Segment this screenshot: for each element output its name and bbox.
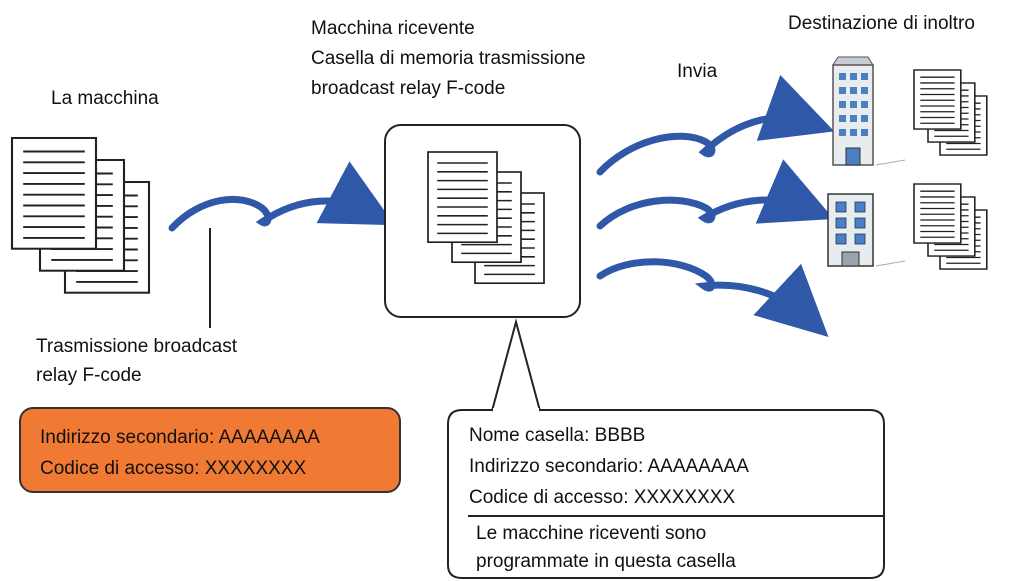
transmission-label-line-2: relay F-code	[36, 365, 142, 386]
destination-label: Destinazione di inoltro	[788, 13, 975, 34]
callout-box-name: Nome casella: BBBB	[469, 425, 646, 446]
relay-arrow-1	[596, 74, 835, 176]
destination-document-stack-1	[913, 69, 988, 156]
tall-building-icon	[832, 56, 906, 166]
relay-arrow-2	[596, 159, 834, 230]
sender-title: La macchina	[51, 88, 159, 109]
send-arrow	[168, 161, 395, 232]
sender-document-stack	[10, 136, 151, 294]
callout-bubble	[447, 409, 885, 579]
sender-sub-address: Indirizzo secondario: AAAAAAAA	[40, 427, 320, 448]
transmission-label-line-1: Trasmissione broadcast	[36, 336, 237, 357]
callout-sub-address: Indirizzo secondario: AAAAAAAA	[469, 456, 749, 477]
callout-pointer	[491, 318, 541, 412]
relay-arrow-3	[596, 258, 829, 338]
office-building-icon	[827, 193, 906, 267]
receiver-document-stack	[427, 151, 545, 285]
destination-document-stack-2	[913, 183, 988, 270]
callout-note-line-1: Le macchine riceventi sono	[476, 523, 707, 544]
callout-note-line-2: programmate in questa casella	[476, 551, 736, 572]
receiver-title-line-3: broadcast relay F-code	[311, 78, 506, 99]
sender-access-code: Codice di accesso: XXXXXXXX	[40, 458, 307, 479]
callout-access-code: Codice di accesso: XXXXXXXX	[469, 487, 736, 508]
receiver-title-line-1: Macchina ricevente	[311, 18, 475, 39]
sender-settings-box: Indirizzo secondario: AAAAAAAA Codice di…	[19, 407, 401, 493]
send-label: Invia	[677, 61, 718, 82]
receiver-title-line-2: Casella di memoria trasmissione	[311, 48, 586, 69]
